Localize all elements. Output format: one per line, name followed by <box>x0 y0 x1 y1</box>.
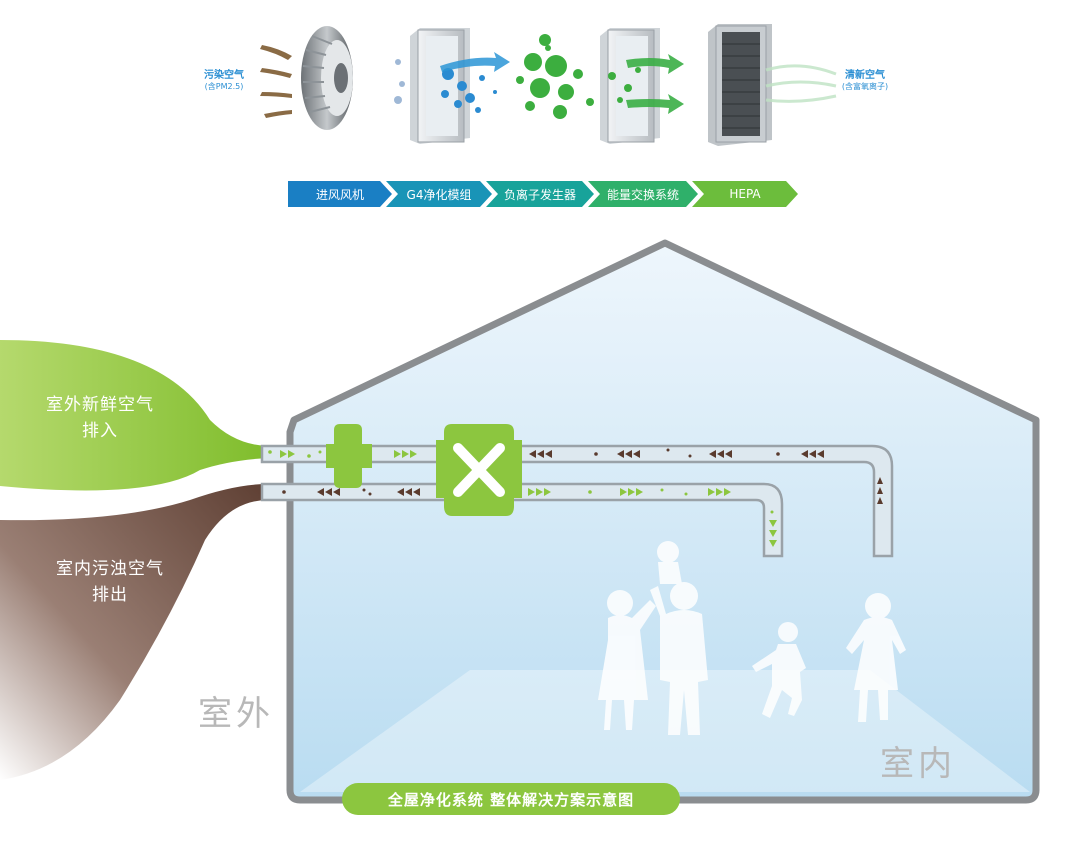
fresh-air-stream <box>0 340 268 491</box>
green-flow-arrow-top-icon <box>626 54 684 74</box>
blue-particles-icon <box>441 68 497 113</box>
g4-filter-icon <box>410 28 470 144</box>
fresh-air-line1: 室外新鲜空气 <box>46 395 154 415</box>
polluted-air-subtitle: (含PM2.5) <box>204 82 244 91</box>
polluted-air-label: 污染空气 (含PM2.5) <box>193 70 255 92</box>
heat-exchanger-x-icon <box>453 443 505 497</box>
fresh-air-label: 室外新鲜空气 排入 <box>10 392 190 444</box>
filter-box-unit <box>326 424 372 488</box>
step-intake-fan: 进风风机 <box>288 181 392 207</box>
green-particles-icon <box>608 67 641 103</box>
blower-fan-icon <box>301 26 353 130</box>
pollutant-particles-icon <box>394 59 405 104</box>
blue-flow-arrow-icon <box>440 52 510 72</box>
clean-air-title: 清新空气 <box>845 70 885 81</box>
dirty-air-arrows-icon <box>260 45 292 118</box>
house <box>286 239 1040 804</box>
step-energy-exchange: 能量交换系统 <box>588 181 698 207</box>
process-steps: 进风风机 G4净化模组 负离子发生器 能量交换系统 HEPA <box>288 181 808 207</box>
outdoor-label: 室外 <box>198 694 274 734</box>
supply-air-duct <box>260 482 784 558</box>
indoor-label: 室内 <box>880 744 956 784</box>
step-label: 能量交换系统 <box>606 187 679 202</box>
brown-airflow-arrows <box>282 448 883 504</box>
exhaust-air-line2: 排出 <box>92 585 128 605</box>
diagram-caption: 全屋净化系统 整体解决方案示意图 <box>342 783 680 815</box>
green-airflow-arrows <box>268 450 777 547</box>
step-label: 进风风机 <box>315 187 364 202</box>
hepa-filter-icon <box>708 24 772 146</box>
clean-air-subtitle: (含富氧离子) <box>841 82 889 91</box>
step-g4-filter: G4净化模组 <box>386 181 492 207</box>
exhaust-air-label: 室内污浊空气 排出 <box>20 556 200 608</box>
clean-air-label: 清新空气 (含富氧离子) <box>830 70 900 92</box>
step-label: G4净化模组 <box>406 187 472 202</box>
step-hepa: HEPA <box>692 181 798 207</box>
step-ion-generator: 负离子发生器 <box>486 181 594 207</box>
floor-plane <box>300 670 1030 792</box>
exhaust-air-stream <box>0 484 268 780</box>
family-silhouettes-icon <box>598 541 906 735</box>
house-outline <box>286 239 1040 804</box>
exhaust-air-line1: 室内污浊空气 <box>56 559 164 579</box>
duct-system <box>260 444 894 558</box>
green-flow-arrow-bottom-icon <box>626 94 684 114</box>
step-label: HEPA <box>729 187 761 201</box>
step-label: 负离子发生器 <box>503 187 576 202</box>
return-air-duct <box>260 444 894 558</box>
fresh-air-line2: 排入 <box>82 421 118 441</box>
purification-units <box>326 424 522 516</box>
negative-ion-cluster-icon <box>516 34 594 119</box>
clean-air-wisps-icon <box>765 64 837 103</box>
process-illustration <box>260 24 837 146</box>
polluted-air-title: 污染空气 <box>204 70 244 81</box>
